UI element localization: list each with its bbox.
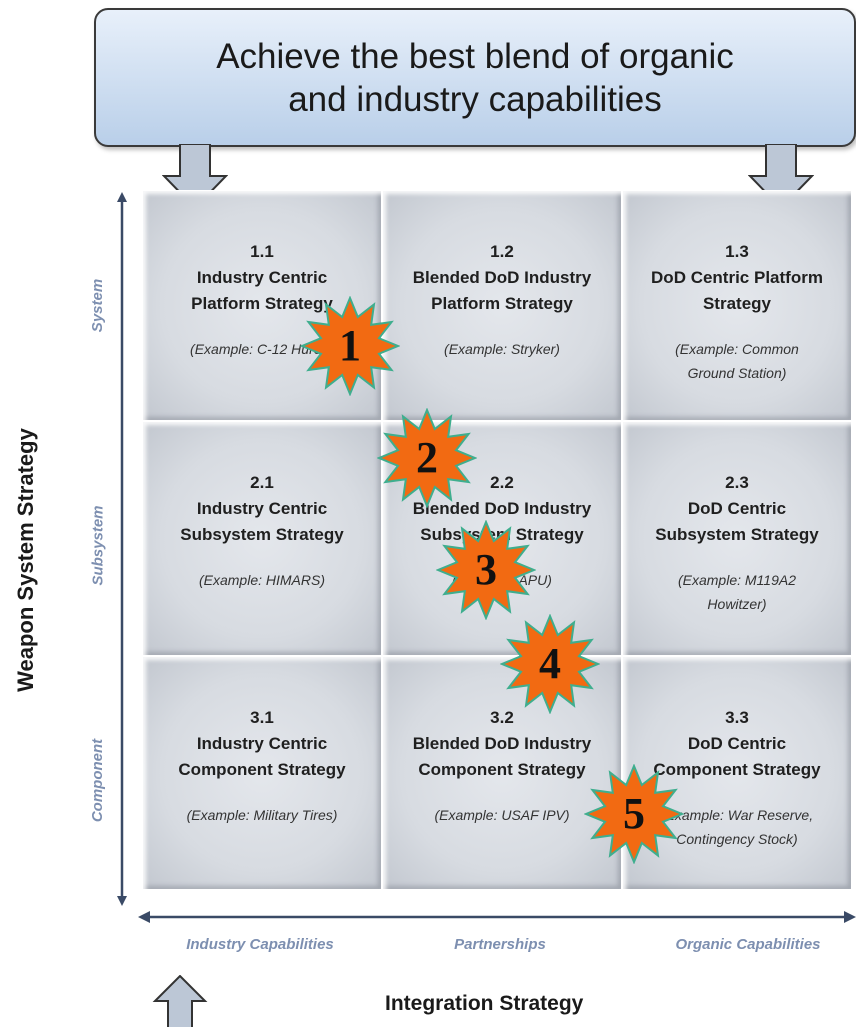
svg-text:5: 5 (623, 789, 645, 838)
row-label-component: Component (89, 738, 107, 822)
svg-text:4: 4 (539, 639, 561, 688)
cell-1-1: 1.1 Industry Centric Platform Strategy (… (142, 190, 382, 421)
svg-text:2: 2 (416, 433, 438, 482)
star-marker-5: 5 (584, 764, 684, 864)
cell-1-3: 1.3 DoD Centric Platform Strategy (Examp… (622, 190, 852, 421)
column-label-industry: Industry Capabilities (186, 936, 334, 953)
weapon-system-strategy-title: Weapon System Strategy (13, 428, 38, 692)
cell-3-3: 3.3 DoD Centric Component Strategy (Exam… (622, 656, 852, 890)
column-label-partnerships: Partnerships (454, 936, 546, 953)
horizontal-axis-arrow (138, 911, 856, 923)
cell-2-3: 2.3 DoD Centric Subsystem Strategy (Exam… (622, 421, 852, 656)
star-marker-2: 2 (377, 408, 477, 508)
cell-1-2: 1.2 Blended DoD Industry Platform Strate… (382, 190, 622, 421)
svg-text:1: 1 (339, 321, 361, 370)
strategy-matrix: 1.1 Industry Centric Platform Strategy (… (142, 190, 852, 890)
cell-3-1: 3.1 Industry Centric Component Strategy … (142, 656, 382, 890)
integration-strategy-title: Integration Strategy (385, 992, 584, 1015)
banner-text: Achieve the best blend of organic and in… (216, 36, 734, 119)
star-marker-4: 4 (500, 614, 600, 714)
row-label-system: System (89, 278, 107, 332)
objective-banner: Achieve the best blend of organic and in… (94, 8, 856, 147)
row-label-subsystem: Subsystem (89, 504, 107, 586)
vertical-axis-arrow (117, 192, 127, 906)
star-marker-1: 1 (300, 296, 400, 396)
column-label-organic: Organic Capabilities (675, 936, 821, 953)
star-marker-3: 3 (436, 520, 536, 620)
svg-text:3: 3 (475, 545, 497, 594)
up-arrow-icon (152, 975, 208, 1027)
cell-3-2: 3.2 Blended DoD Industry Component Strat… (382, 656, 622, 890)
cell-2-1: 2.1 Industry Centric Subsystem Strategy … (142, 421, 382, 656)
